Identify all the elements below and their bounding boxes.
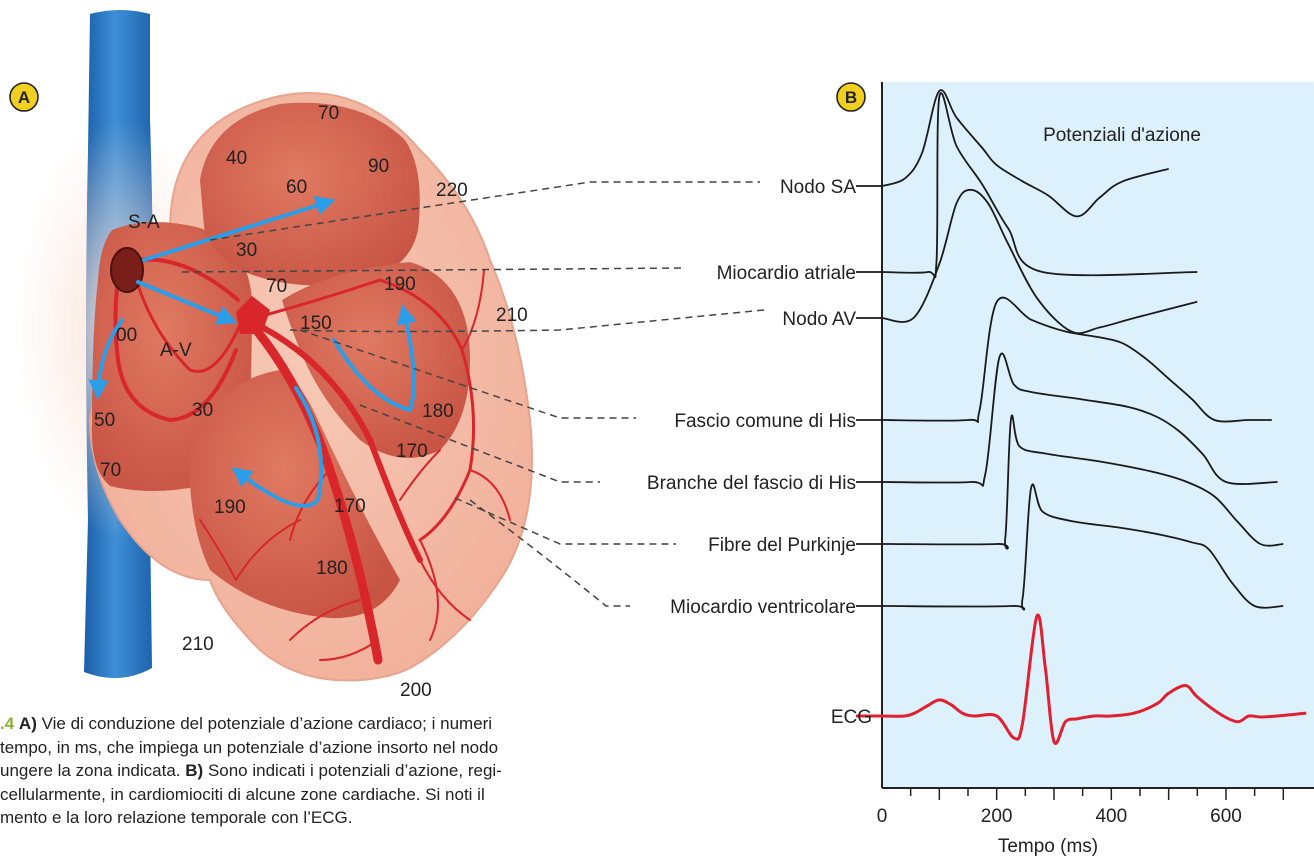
time-label: 50 — [94, 410, 115, 431]
av-label: A-V — [160, 340, 192, 361]
time-label: 70 — [100, 460, 121, 481]
caption-line-3: ungere la zona indicata. B) Sono indicat… — [0, 759, 600, 783]
series-label: Nodo SA — [780, 177, 856, 198]
sa-node — [111, 248, 143, 292]
x-ticks — [911, 788, 1284, 800]
time-label: 30 — [192, 400, 213, 421]
series-label: Branche del fascio di His — [647, 473, 856, 494]
plot-background — [882, 82, 1314, 788]
time-label: 180 — [422, 401, 454, 422]
sa-label: S-A — [128, 212, 160, 233]
panel-a-badge: A — [10, 83, 38, 111]
series-label: Miocardio atriale — [717, 263, 856, 284]
time-label: 190 — [384, 274, 416, 295]
time-label: 190 — [214, 497, 246, 518]
time-label: 60 — [286, 177, 307, 198]
time-label: 170 — [334, 496, 366, 517]
left-atrium — [200, 103, 420, 286]
x-tick-label: 600 — [1210, 806, 1242, 827]
x-tick-label: 200 — [981, 806, 1013, 827]
x-axis-label: Tempo (ms) — [998, 836, 1098, 856]
time-label: 70 — [318, 103, 339, 124]
time-label: 200 — [400, 680, 432, 701]
svg-text:B: B — [845, 88, 857, 107]
figure-number: .4 — [0, 714, 14, 733]
time-label: 170 — [396, 441, 428, 462]
series-label: Fascio comune di His — [674, 411, 856, 432]
caption-line-1: .4 A) Vie di conduzione del potenziale d… — [0, 712, 600, 736]
svg-text:A: A — [18, 88, 30, 107]
time-label: 30 — [236, 240, 257, 261]
time-label: 180 — [316, 558, 348, 579]
series-label: Fibre del Purkinje — [708, 535, 856, 556]
x-tick-label: 400 — [1095, 806, 1127, 827]
time-label: 40 — [226, 148, 247, 169]
series-label: ECG — [831, 707, 872, 728]
time-label: 00 — [116, 325, 137, 346]
panel-b-chart: 0 200 400 600 Tempo (ms) Potenziali d'azion… — [647, 82, 1314, 856]
time-label: 70 — [266, 276, 287, 297]
panel-b-badge: B — [837, 83, 865, 111]
time-label: 90 — [368, 156, 389, 177]
series-label: Nodo AV — [782, 309, 856, 330]
x-tick-labels: 0 200 400 600 — [877, 806, 1242, 827]
panel-a-heart: S-A A-V 70 40 90 60 220 30 70 190 210 00… — [10, 10, 532, 701]
time-label: 220 — [436, 180, 468, 201]
time-label: 210 — [496, 305, 528, 326]
x-tick-label: 0 — [877, 806, 888, 827]
caption-line-4: cellularmente, in cardiomiociti di alcun… — [0, 783, 600, 807]
caption-line-5: mento e la loro relazione temporale con … — [0, 806, 600, 830]
series-label: Miocardio ventricolare — [670, 597, 856, 618]
time-label: 210 — [182, 634, 214, 655]
figure-caption: .4 A) Vie di conduzione del potenziale d… — [0, 712, 600, 830]
caption-line-2: tempo, in ms, che impiega un potenziale … — [0, 736, 600, 760]
chart-title: Potenziali d'azione — [1043, 125, 1201, 146]
